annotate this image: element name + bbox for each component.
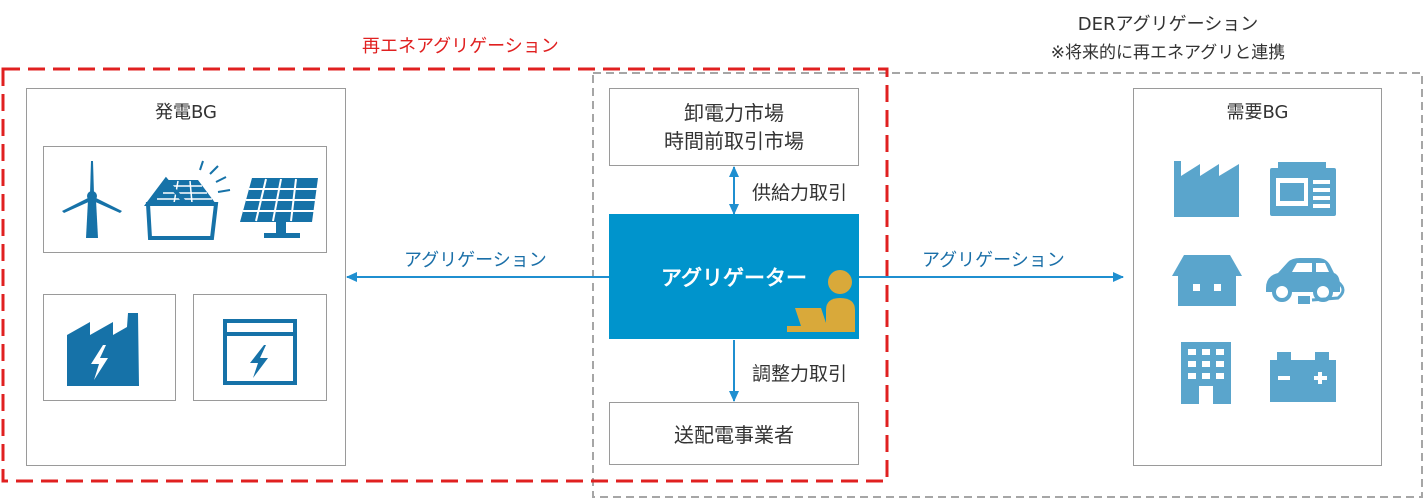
aggregation-right-label: アグリゲーション: [922, 250, 1065, 271]
market-name-2: 時間前取引市場: [664, 129, 804, 153]
renewable-aggregation-label: 再エネアグリゲーション: [362, 36, 559, 57]
supply-trade-label: 供給力取引: [752, 182, 848, 204]
adjust-trade-label: 調整力取引: [752, 363, 848, 385]
der-aggregation-note: ※将来的に再エネアグリと連携: [1050, 43, 1286, 63]
der-aggregation-group: [592, 72, 1423, 498]
battery-storage-box: [193, 294, 327, 401]
transmission-operator-box: 送配電事業者: [609, 402, 859, 465]
demand-bg-box: [1133, 88, 1382, 466]
market-name-1: 卸電力市場: [684, 101, 784, 125]
transmission-operator-label: 送配電事業者: [674, 423, 794, 447]
renewables-box: [43, 146, 327, 253]
aggregator-box: アグリゲーター: [609, 214, 859, 339]
renewable-aggregation-group: [1, 67, 889, 483]
generation-bg-title: 発電BG: [155, 102, 217, 123]
aggregator-label: アグリゲーター: [661, 266, 807, 290]
demand-bg-title: 需要BG: [1226, 102, 1289, 123]
wholesale-market-box: 卸電力市場 時間前取引市場: [609, 88, 859, 166]
aggregation-left-label: アグリゲーション: [404, 250, 547, 271]
generation-bg-box: [26, 88, 346, 466]
der-aggregation-label: DERアグリゲーション: [1077, 14, 1259, 35]
power-plant-box: [43, 294, 176, 401]
